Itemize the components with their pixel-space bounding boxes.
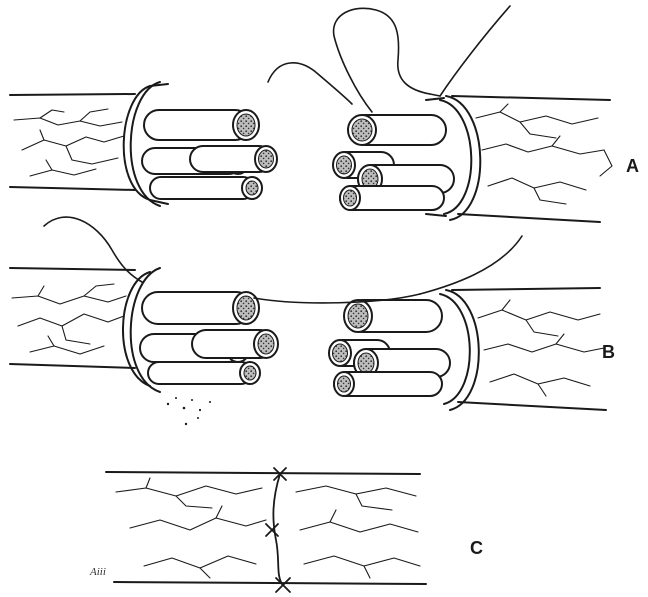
fascicle-core [337,156,352,174]
fascicle-a-r4 [340,186,444,210]
fascicle-core [338,376,351,392]
panel-label-a: A [626,156,639,177]
left-epineurium-vessels-b [12,284,126,354]
left-nerve-stump-a [10,94,135,190]
fascicle-core [259,150,274,168]
panel-a [10,6,612,222]
fascicle-a-l4 [150,177,262,199]
panel-b [10,217,606,425]
suture-loop-a2 [334,8,430,112]
fascicle-core [352,119,372,141]
fascicle-b-l1 [142,292,259,324]
handwritten-annotation: Aiii [90,566,106,578]
suture-thread-b3 [420,236,522,294]
fascicle-core [333,344,348,362]
fascicle-b-l3 [192,330,278,358]
right-epineurium-vessels-b [478,300,604,396]
left-epineurium-vessels-a [14,109,124,176]
fascicle-b-l4 [148,362,260,384]
right-epineurium-vessels-a [476,104,612,204]
right-epineural-cuff-b [440,290,479,410]
fascicle-b-r1 [344,300,442,332]
knot-middle [266,524,278,536]
fascicle-a-l3 [190,146,277,172]
right-fascicles-b [329,300,450,396]
fascicle-core [344,190,357,206]
fascicle-core [348,304,368,328]
left-nerve-stump-b [10,268,135,368]
right-nerve-stump-b [452,288,606,410]
fascicle-core [358,353,374,373]
fascicle-a-r1 [348,115,446,145]
left-fascicles-a [142,110,277,199]
panel-label-b: B [602,342,615,363]
fascicle-a-l1 [144,110,259,140]
fascicle-b-r4 [334,372,442,396]
fascicle-core [237,114,255,136]
sutures-b [44,217,522,303]
ink-speckles-b [167,397,211,425]
panel-c [106,468,426,592]
right-nerve-stump-a [452,96,610,222]
epineural-suture-line-c [266,468,290,592]
right-fascicles-a [333,115,454,210]
suture-tail-a3 [440,6,510,96]
fascicle-core [237,296,255,320]
fascicle-core [258,334,274,354]
fascicle-core [246,181,258,195]
left-fascicles-b [140,292,278,384]
panel-label-c: C [470,538,483,559]
repaired-epineurium-vessels-c [116,478,420,578]
suture-thread-a1 [268,63,352,104]
suture-thread-b1 [44,217,142,282]
fascicle-core [244,366,256,380]
knot-bottom [276,578,290,592]
repaired-nerve-c [106,472,426,584]
